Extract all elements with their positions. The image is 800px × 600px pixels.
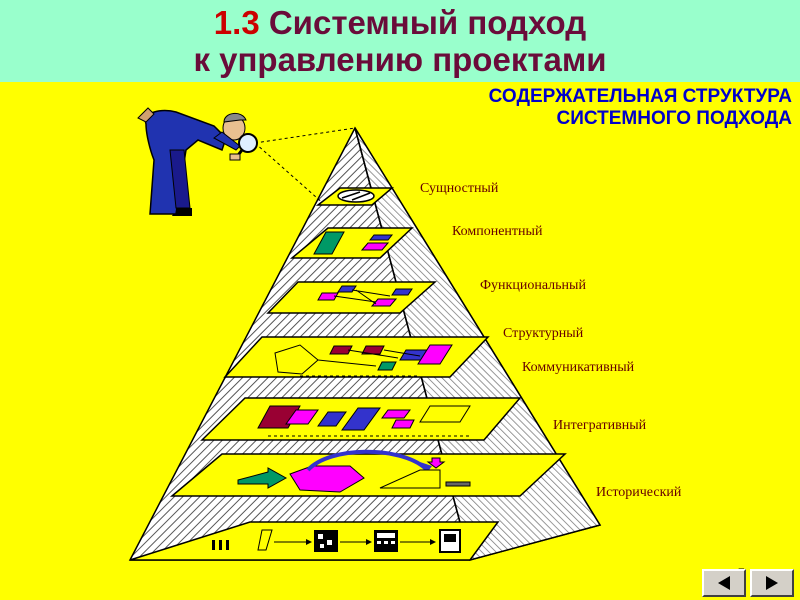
previous-slide-button[interactable] [702, 569, 746, 597]
level-label-functional: Функциональный [480, 278, 586, 293]
page-title: 1.3 Системный подход к управлению проект… [0, 4, 800, 78]
diagram-subtitle: СОДЕРЖАТЕЛЬНАЯ СТРУКТУРА СИСТЕМНОГО ПОДХ… [372, 86, 792, 130]
sight-lines [254, 127, 356, 206]
level-label-structural: Структурный [503, 326, 584, 341]
level-5-slab [200, 397, 522, 441]
level-label-historical: Исторический [596, 485, 682, 500]
subtitle-line-1: СОДЕРЖАТЕЛЬНАЯ СТРУКТУРА [488, 86, 792, 107]
subtitle-line-2: СИСТЕМНОГО ПОДХОДА [556, 108, 793, 129]
man-with-magnifier-icon [137, 107, 258, 216]
next-slide-button[interactable] [750, 569, 794, 597]
level-4-slab [223, 336, 490, 378]
level-1-slab [315, 187, 395, 206]
triangle-left-icon [718, 576, 730, 590]
level-6-slab [169, 449, 567, 497]
level-label-integrative: Интегративный [553, 418, 647, 433]
triangle-right-icon [766, 576, 778, 590]
level-label-essence: Сущностный [420, 181, 499, 196]
title-number: 1.3 [213, 4, 260, 41]
title-line-2: к управлению проектами [193, 41, 607, 78]
title-line-1: Системный подход [268, 4, 587, 41]
level-label-component: Компонентный [452, 224, 543, 239]
base-slab [129, 521, 500, 561]
level-3-slab [266, 281, 437, 314]
level-2-slab [289, 227, 414, 259]
title-band [0, 0, 800, 82]
level-label-communicative: Коммуникативный [522, 360, 635, 375]
